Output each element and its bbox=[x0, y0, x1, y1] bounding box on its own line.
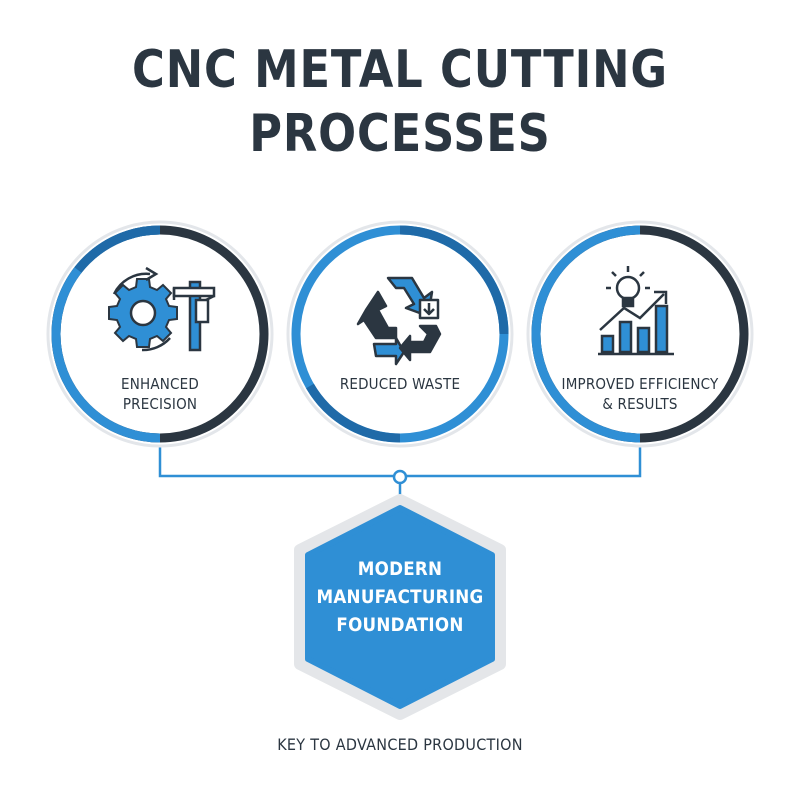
foundation-line-2: MANUFACTURING bbox=[316, 586, 484, 608]
foundation-line-3: FOUNDATION bbox=[336, 614, 464, 636]
recycle-icon bbox=[356, 276, 442, 366]
footer-caption: KEY TO ADVANCED PRODUCTION bbox=[277, 735, 523, 754]
benefit-circle-waste bbox=[286, 220, 514, 448]
benefit-label-efficiency: IMPROVED EFFICIENCY & RESULTS bbox=[555, 374, 726, 414]
benefit-label-precision: ENHANCED PRECISION bbox=[79, 374, 241, 414]
benefit-label-line: PRECISION bbox=[122, 395, 198, 413]
benefit-label-line: & RESULTS bbox=[602, 395, 678, 413]
ring-accent bbox=[531, 225, 641, 443]
foundation-label: MODERN MANUFACTURING FOUNDATION bbox=[303, 555, 497, 639]
gear-caliper-icon bbox=[108, 266, 216, 352]
benefit-label-line: IMPROVED EFFICIENCY bbox=[561, 375, 719, 393]
foundation-line-1: MODERN bbox=[357, 558, 443, 580]
benefit-label-line: REDUCED WASTE bbox=[339, 375, 461, 393]
connector-node bbox=[392, 469, 408, 485]
lightbulb-chart-icon bbox=[598, 266, 674, 356]
page-title: CNC METAL CUTTING PROCESSES bbox=[56, 38, 744, 166]
benefit-label-waste: REDUCED WASTE bbox=[319, 374, 481, 394]
foundation-hexagon bbox=[294, 494, 506, 720]
title-line-2: PROCESSES bbox=[249, 104, 551, 164]
ring-accent bbox=[399, 225, 509, 335]
benefit-label-line: ENHANCED bbox=[121, 375, 199, 393]
title-line-1: CNC METAL CUTTING bbox=[132, 40, 668, 100]
